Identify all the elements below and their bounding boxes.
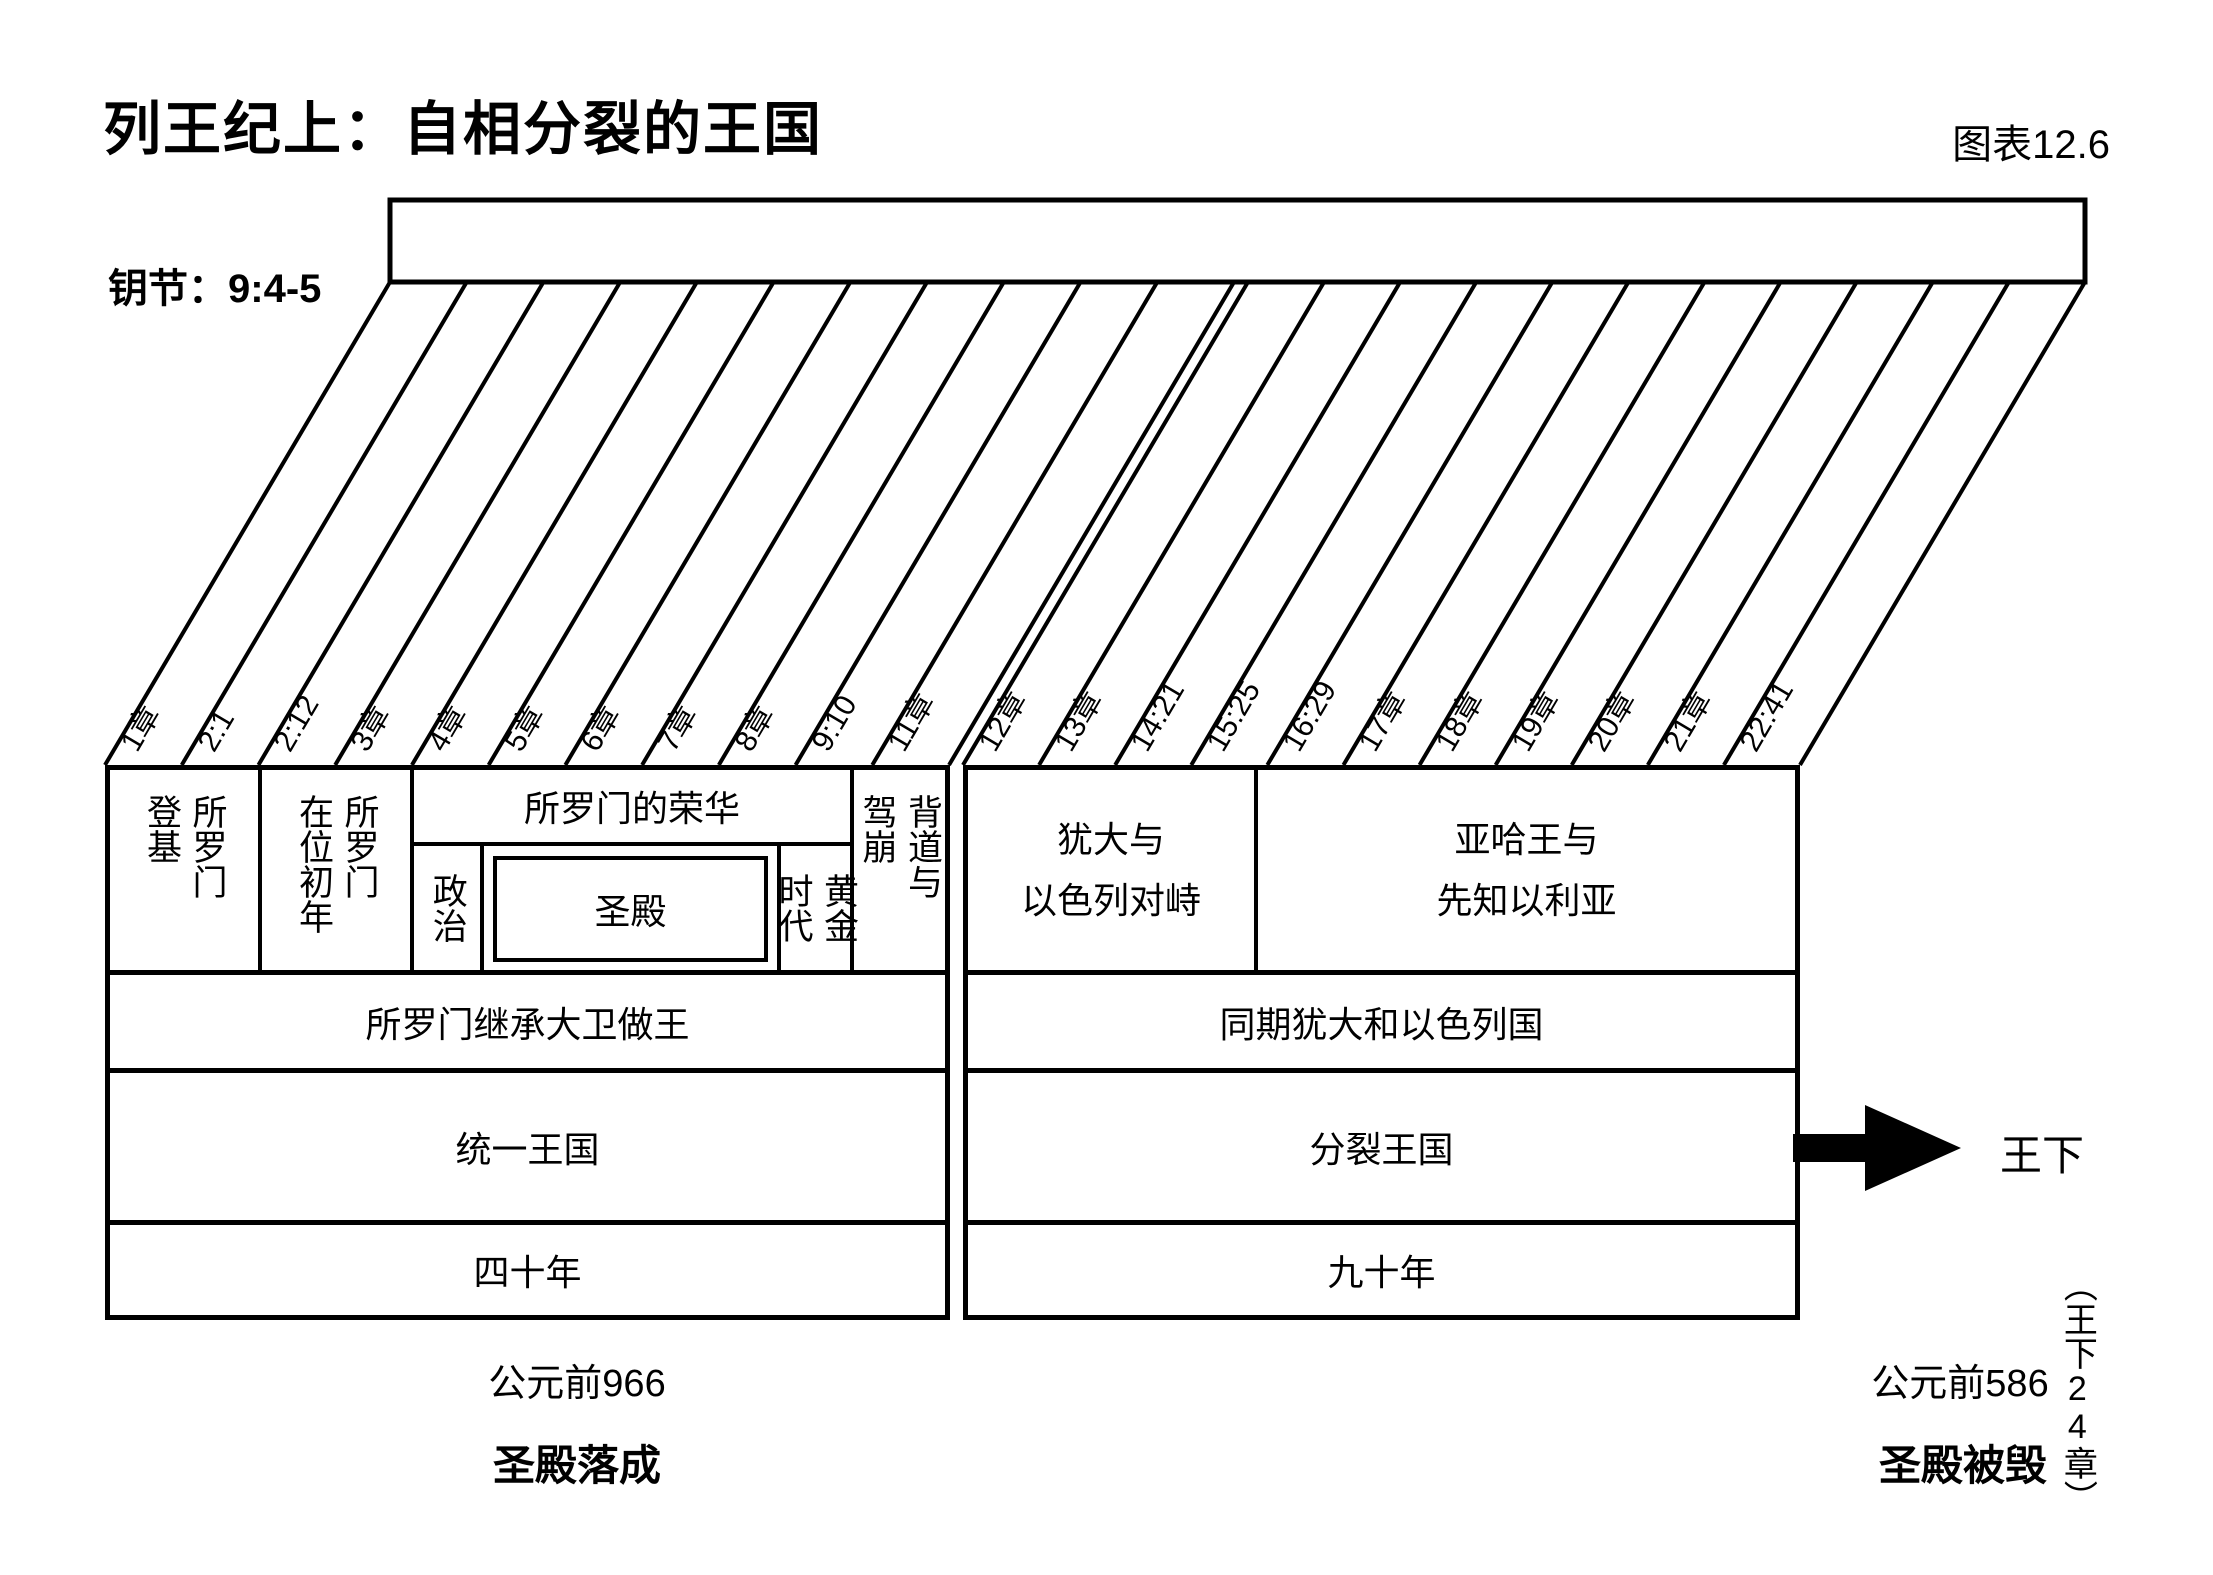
fan-line	[563, 280, 853, 767]
fan-line	[1113, 280, 1402, 767]
chart-number: 图表12.6	[1952, 123, 2110, 167]
fan-line	[947, 280, 1236, 767]
fan-line	[1265, 280, 1555, 767]
right-event: 圣殿被毁	[1878, 1442, 2047, 1489]
fan-line	[180, 280, 469, 767]
left-year: 公元前966	[488, 1363, 666, 1405]
divided-duration-row: 九十年	[968, 1220, 1795, 1315]
fan-line	[717, 280, 1006, 767]
divided-header-row: 犹大与 以色列对峙 亚哈王与 先知以利亚	[968, 770, 1795, 970]
temple-box: 圣殿	[493, 856, 768, 962]
fan-line	[1341, 280, 1631, 767]
right-year: 公元前586	[1871, 1363, 2049, 1405]
glory-subrow: 政治 圣殿 黄金 时代	[414, 846, 858, 970]
key-verse-label: 钥节：	[108, 267, 228, 311]
divided-kingdom-row: 分裂王国	[968, 1068, 1795, 1220]
cell-politics-label: 政治	[427, 873, 467, 943]
united-theme-row: 所罗门继承大卫做王	[110, 970, 945, 1068]
fan-line	[1646, 280, 1935, 767]
united-kingdom-panel: 所罗门 登基 所罗门 在位初年 所罗门的荣华 政治 圣殿 黄金 时代	[105, 765, 950, 1320]
fan-line	[256, 280, 546, 767]
page-title: 列王纪上：自相分裂的王国	[103, 97, 824, 162]
left-event: 圣殿落成	[492, 1442, 661, 1489]
fan-line	[333, 280, 622, 767]
fan-line	[1569, 280, 1859, 767]
fan-line	[486, 280, 776, 767]
cell-judah-vs-israel: 犹大与 以色列对峙	[968, 770, 1258, 970]
fan-line	[1189, 280, 1478, 767]
cell-solomon-glory: 所罗门的荣华 政治 圣殿 黄金 时代	[410, 770, 858, 970]
cell-politics: 政治	[414, 846, 484, 970]
cell-solomon-accession-label: 所罗门 登基	[142, 794, 227, 899]
cell-apostasy-death-label: 背道与 驾崩	[857, 794, 943, 899]
fan-line	[870, 280, 1160, 767]
cell-apostasy-death: 背道与 驾崩	[850, 770, 945, 970]
fan-line	[410, 280, 699, 767]
cell-solomon-early-reign-label: 所罗门 在位初年	[294, 794, 379, 934]
fan-line	[1417, 280, 1707, 767]
fan-line	[1493, 280, 1783, 767]
temple-cell: 圣殿	[484, 846, 777, 970]
cell-ahab-elijah: 亚哈王与 先知以利亚	[1436, 818, 1617, 921]
key-verse-value: 9:4-5	[228, 267, 322, 311]
fan-line	[961, 280, 1250, 767]
arrow-label: 王下	[2000, 1132, 2085, 1179]
fan-line	[1798, 280, 2087, 767]
cell-golden-age: 黄金 时代	[774, 846, 858, 970]
fan-line	[793, 280, 1083, 767]
side-note-vertical: （王下24章）	[2058, 1268, 2097, 1514]
divided-theme-row: 同期犹大和以色列国	[968, 970, 1795, 1068]
united-header-row: 所罗门 登基 所罗门 在位初年 所罗门的荣华 政治 圣殿 黄金 时代	[110, 770, 945, 970]
fan-line	[640, 280, 929, 767]
cell-solomon-accession: 所罗门 登基	[110, 770, 258, 970]
cell-golden-age-label: 黄金 时代	[773, 873, 859, 943]
divided-kingdom-panel: 犹大与 以色列对峙 亚哈王与 先知以利亚 同期犹大和以色列国 分裂王国 九十年	[963, 765, 1800, 1320]
fan-line	[1722, 280, 2011, 767]
united-duration-row: 四十年	[110, 1220, 945, 1315]
cell-solomon-early-reign: 所罗门 在位初年	[258, 770, 410, 970]
united-kingdom-row: 统一王国	[110, 1068, 945, 1220]
continuation-arrow-icon	[1793, 1105, 1961, 1191]
key-verse: 钥节：9:4-5	[108, 256, 321, 314]
fan-line	[103, 280, 392, 767]
glory-header: 所罗门的荣华	[414, 770, 850, 846]
book-spine-bar	[387, 197, 2088, 285]
fan-line	[1037, 280, 1326, 767]
